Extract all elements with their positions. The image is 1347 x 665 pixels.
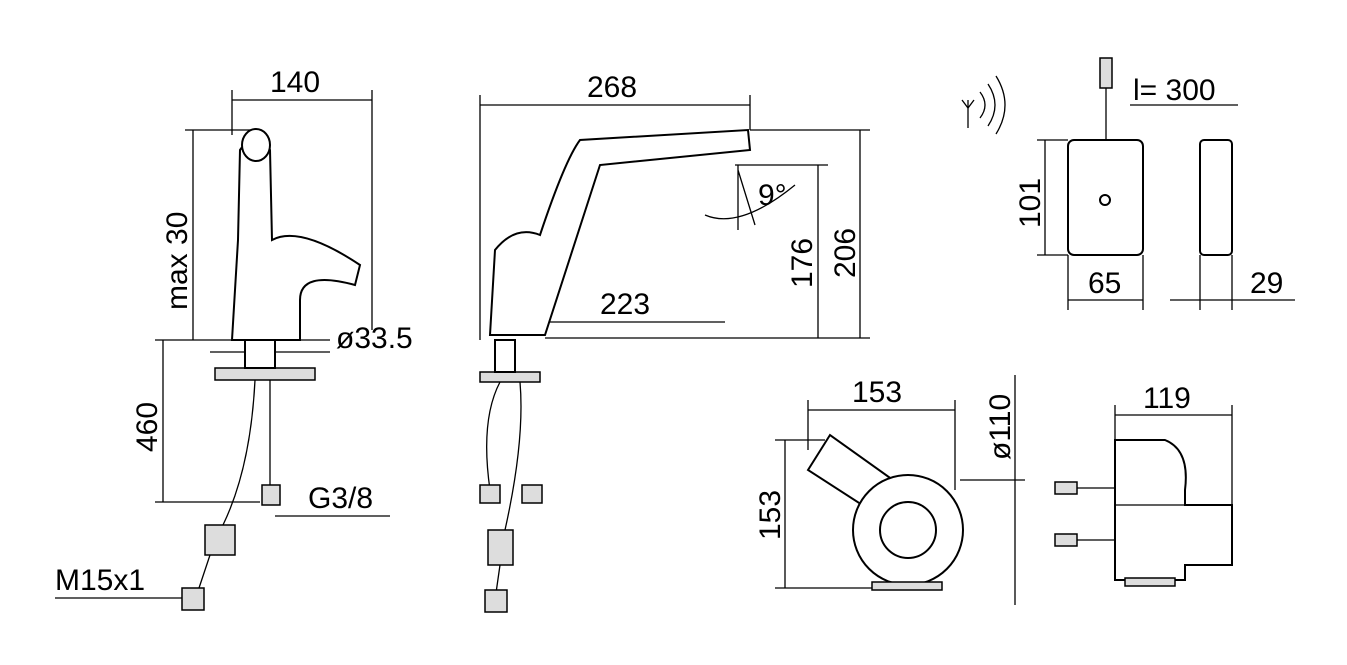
dim-101: 101 bbox=[1014, 178, 1047, 228]
dim-top-width: 153 bbox=[852, 376, 902, 409]
dim-119: 119 bbox=[1143, 382, 1191, 415]
wireless-signal-icon bbox=[961, 75, 1006, 135]
dim-176: 176 bbox=[786, 238, 819, 288]
base-view: 119 bbox=[1054, 382, 1233, 587]
dim-angle: 9° bbox=[758, 179, 787, 212]
dim-460: 460 bbox=[131, 402, 164, 452]
cable-length: l= 300 bbox=[1133, 74, 1216, 107]
front-view: 268 223 176 206 9° bbox=[479, 71, 870, 613]
dim-hole-diameter: ø33.5 bbox=[336, 322, 413, 355]
dim-max-30: max 30 bbox=[161, 212, 194, 310]
dim-29: 29 bbox=[1250, 267, 1283, 300]
dim-thread: G3/8 bbox=[308, 482, 373, 515]
dim-223: 223 bbox=[600, 288, 650, 321]
dim-connector: M15x1 bbox=[55, 564, 145, 597]
top-view: 153 153 ø110 bbox=[754, 375, 1025, 605]
dim-top-depth: 153 bbox=[754, 490, 787, 540]
side-view: 140 max 30 460 ø33.5 G3/8 M15x1 bbox=[55, 66, 413, 611]
dim-268: 268 bbox=[587, 71, 637, 104]
dim-65: 65 bbox=[1088, 267, 1121, 300]
dim-width-140: 140 bbox=[270, 66, 320, 99]
dim-diameter-110: ø110 bbox=[984, 394, 1017, 460]
sensor-box-view: l= 300 101 65 29 bbox=[961, 57, 1295, 310]
dim-206: 206 bbox=[829, 228, 862, 278]
